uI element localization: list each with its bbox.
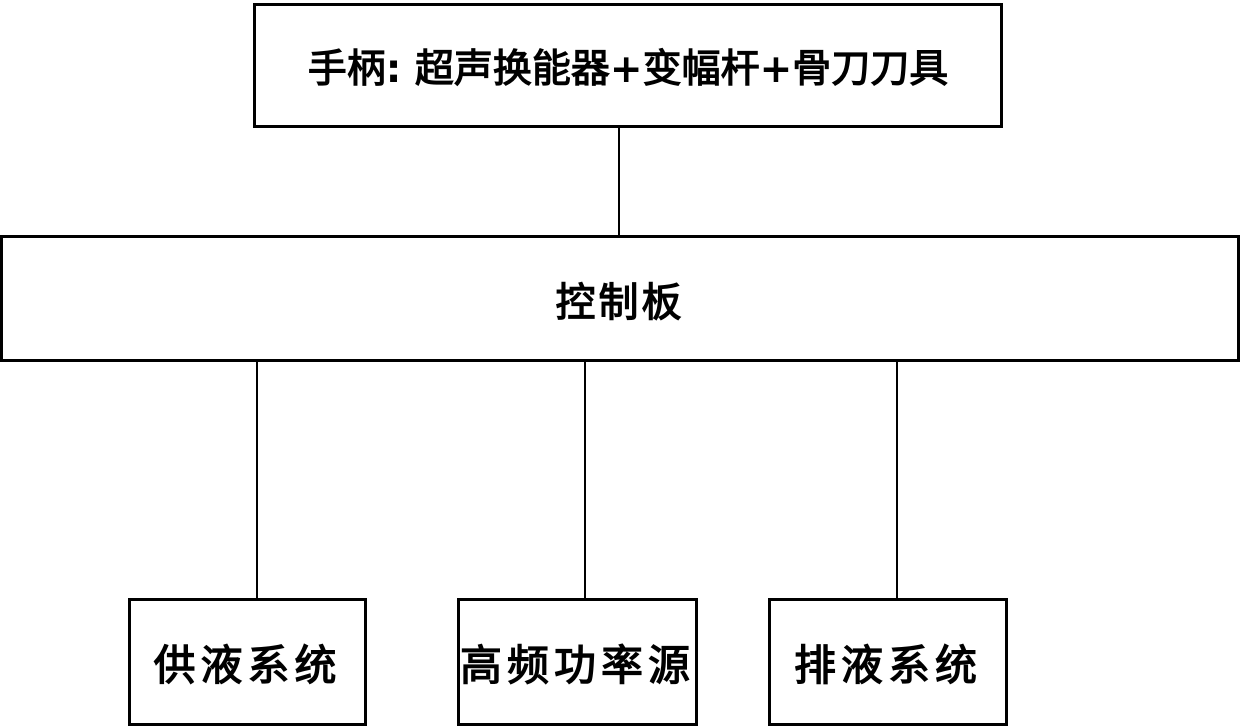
node-hf-power-source-label: 高频功率源 bbox=[460, 640, 696, 690]
connector-control-to-liquid-drain bbox=[896, 362, 898, 598]
node-hf-power-source: 高频功率源 bbox=[457, 598, 698, 726]
node-handle: 手柄: 超声换能器+变幅杆+骨刀刀具 bbox=[253, 3, 1003, 128]
node-liquid-drain-label: 排液系统 bbox=[793, 640, 982, 690]
node-liquid-supply: 供液系统 bbox=[128, 598, 367, 726]
connector-control-to-hf-power bbox=[584, 362, 586, 598]
node-control-board-label: 控制板 bbox=[555, 279, 685, 326]
node-handle-label: 手柄: 超声换能器+变幅杆+骨刀刀具 bbox=[307, 46, 949, 92]
node-liquid-drain: 排液系统 bbox=[768, 598, 1008, 726]
node-control-board: 控制板 bbox=[0, 235, 1240, 362]
connector-control-to-liquid-supply bbox=[256, 362, 258, 598]
connector-handle-to-control bbox=[618, 128, 620, 235]
node-liquid-supply-label: 供液系统 bbox=[153, 640, 342, 690]
